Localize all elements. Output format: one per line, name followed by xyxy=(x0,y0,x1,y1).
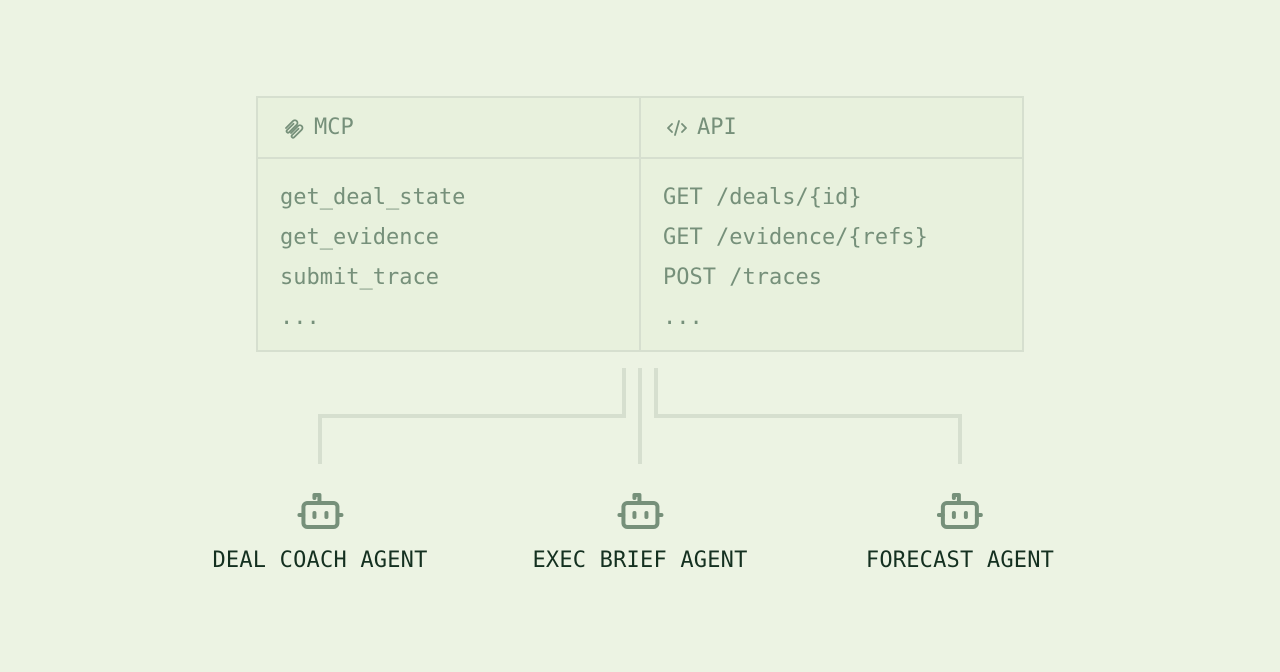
api-list: GET /deals/{id} GET /evidence/{refs} POS… xyxy=(641,159,1022,338)
api-item: GET /evidence/{refs} xyxy=(663,225,928,250)
robot-icon xyxy=(617,493,663,529)
agent-exec-brief: EXEC BRIEF AGENT xyxy=(532,492,747,573)
code-icon xyxy=(667,119,687,136)
robot-icon xyxy=(297,493,343,529)
agent-label: FORECAST AGENT xyxy=(865,548,1055,573)
agent-forecast: FORECAST AGENT xyxy=(866,492,1054,573)
mcp-title: MCP xyxy=(314,115,354,140)
api-item: GET /deals/{id} xyxy=(663,185,862,210)
api-column: API GET /deals/{id} GET /evidence/{refs}… xyxy=(639,98,1022,350)
mcp-header: MCP xyxy=(258,98,639,159)
agent-label: EXEC BRIEF AGENT xyxy=(532,548,748,573)
agent-deal-coach: DEAL COACH AGENT xyxy=(212,492,427,573)
api-item-ellipsis: ... xyxy=(663,305,703,330)
mcp-item: get_evidence xyxy=(280,225,439,250)
mcp-item: get_deal_state xyxy=(280,185,466,210)
mcp-item-ellipsis: ... xyxy=(280,305,320,330)
connector-right xyxy=(654,368,962,464)
agent-label: DEAL COACH AGENT xyxy=(212,548,428,573)
mcp-list: get_deal_state get_evidence submit_trace… xyxy=(258,159,639,338)
paperclip-icon xyxy=(285,118,304,139)
mcp-item: submit_trace xyxy=(280,265,439,290)
api-item: POST /traces xyxy=(663,265,822,290)
mcp-column: MCP get_deal_state get_evidence submit_t… xyxy=(258,98,639,350)
api-title: API xyxy=(697,115,737,140)
connector-left xyxy=(318,368,626,464)
robot-icon xyxy=(936,493,983,529)
interface-panel: MCP get_deal_state get_evidence submit_t… xyxy=(256,96,1024,352)
api-header: API xyxy=(641,98,1022,159)
